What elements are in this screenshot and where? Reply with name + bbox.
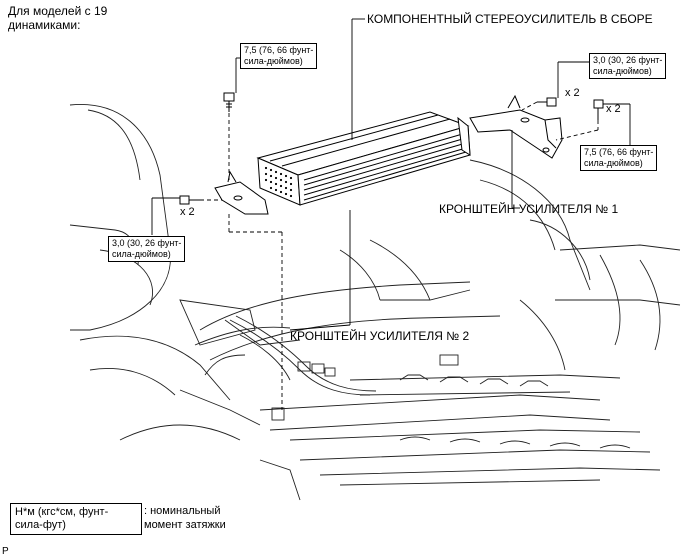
bolt-right <box>593 99 604 120</box>
torque-spec-top-left: 7,5 (76, 66 фунт- сила-дюймов) <box>240 43 318 69</box>
torque-spec-top-left-line1: 7,5 (76, 66 фунт- <box>244 45 314 55</box>
model-note-line1: Для моделей с 19 <box>8 4 108 18</box>
legend-description: : номинальный момент затяжки <box>144 504 226 532</box>
legend-desc-line1: : номинальный <box>144 505 221 517</box>
vent-holes <box>264 166 293 198</box>
stereo-amplifier-assembly <box>256 111 471 206</box>
legend-unit-line1: Н*м (кгс*см, фунт- <box>15 506 109 518</box>
torque-spec-right-line1: 7,5 (76, 66 фунт- <box>584 147 654 157</box>
torque-spec-top-right: 3,0 (30, 26 фунт- сила-дюймов) <box>589 53 667 79</box>
torque-spec-right: 7,5 (76, 66 фунт- сила-дюймов) <box>580 145 658 171</box>
amplifier-bracket-2 <box>214 170 269 215</box>
bolt-top-left <box>223 92 235 112</box>
footer-code: P <box>2 546 9 557</box>
bolt-top-right <box>537 97 557 107</box>
qty-right-top-bolt: x 2 <box>565 87 580 99</box>
legend-unit-box: Н*м (кгс*см, фунт- сила-фут) <box>10 503 142 535</box>
torque-spec-top-left-line2: сила-дюймов) <box>244 56 303 66</box>
legend-desc-line2: момент затяжки <box>144 519 226 531</box>
callout-bracket-2: КРОНШТЕЙН УСИЛИТЕЛЯ № 2 <box>290 329 470 343</box>
torque-spec-left: 3,0 (30, 26 фунт- сила-дюймов) <box>108 236 186 262</box>
qty-right-bolt: x 2 <box>606 103 621 115</box>
qty-left-bolt: x 2 <box>180 206 195 218</box>
legend-unit-line2: сила-фут) <box>15 519 66 531</box>
torque-spec-right-line2: сила-дюймов) <box>584 158 643 168</box>
torque-spec-top-right-line1: 3,0 (30, 26 фунт- <box>593 55 663 65</box>
vehicle-floor-lineart <box>69 104 681 501</box>
amplifier-bracket-1 <box>469 94 563 159</box>
callout-amplifier-assembly: КОМПОНЕНТНЫЙ СТЕРЕОУСИЛИТЕЛЬ В СБОРЕ <box>367 12 653 26</box>
bolt-left <box>179 195 200 205</box>
torque-spec-left-line2: сила-дюймов) <box>112 249 171 259</box>
leader-lines <box>151 18 631 331</box>
installation-guide-lines <box>200 101 599 410</box>
torque-spec-left-line1: 3,0 (30, 26 фунт- <box>112 238 182 248</box>
model-note-line2: динамиками: <box>8 18 81 32</box>
callout-bracket-1: КРОНШТЕЙН УСИЛИТЕЛЯ № 1 <box>439 202 619 216</box>
torque-spec-top-right-line2: сила-дюймов) <box>593 66 652 76</box>
